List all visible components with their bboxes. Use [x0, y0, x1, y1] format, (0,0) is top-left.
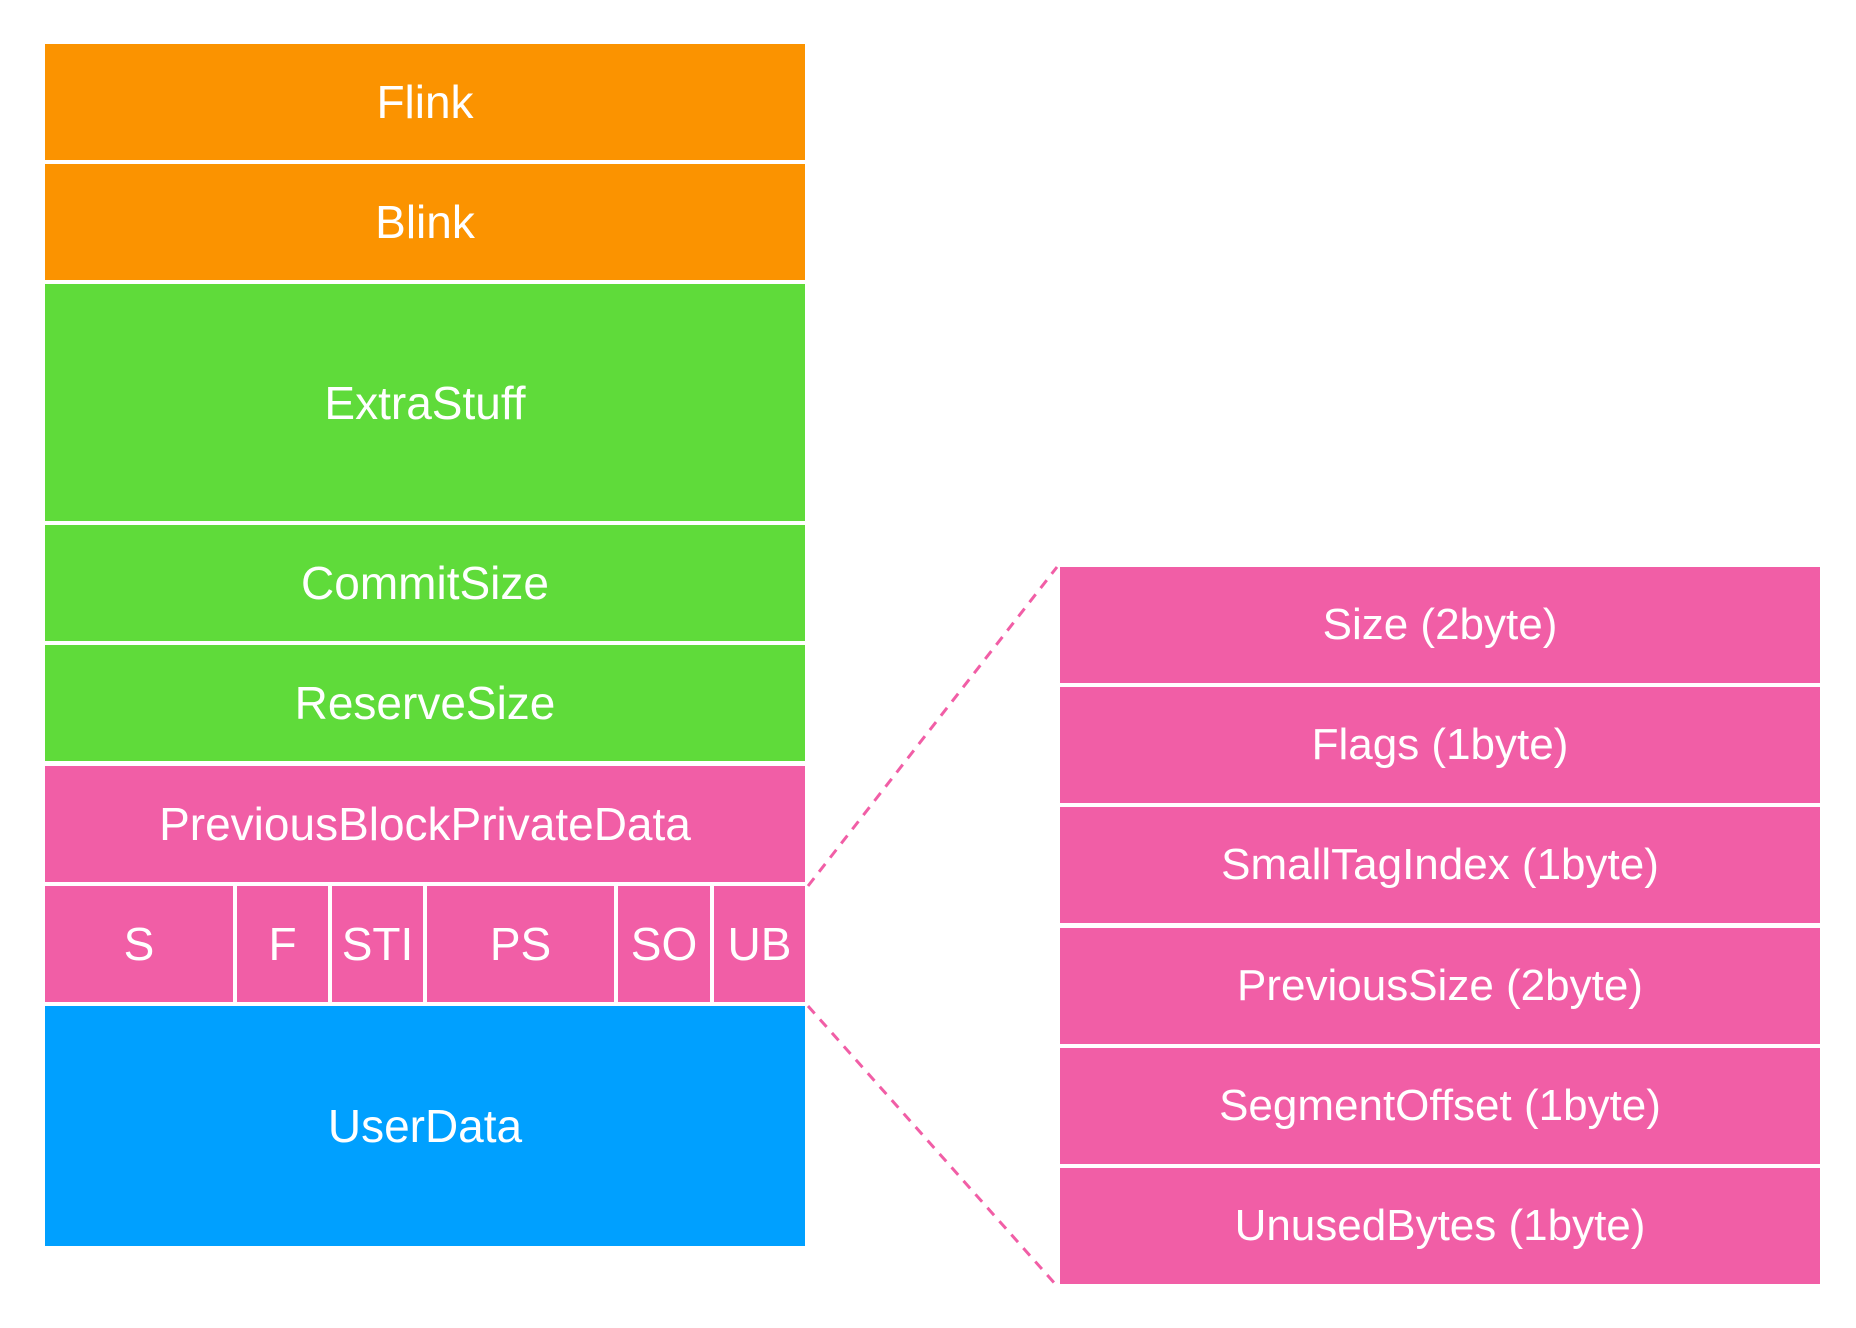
commit-size-label: CommitSize: [301, 557, 549, 609]
segment-offset-field-label: SegmentOffset (1byte): [1219, 1081, 1661, 1130]
flink-block: Flink: [45, 44, 805, 160]
blink-block: Blink: [45, 164, 805, 280]
flags-field-label: Flags (1byte): [1311, 720, 1569, 769]
blink-label: Blink: [375, 196, 475, 248]
header-field-s: S: [45, 886, 233, 1002]
extra-stuff-block: ExtraStuff: [45, 284, 805, 521]
commit-size-block: CommitSize: [45, 525, 805, 641]
header-field-label: F: [268, 918, 297, 970]
unused-bytes-field-label: UnusedBytes (1byte): [1234, 1201, 1646, 1250]
extra-stuff-label: ExtraStuff: [324, 376, 526, 429]
unused-bytes-field-block: UnusedBytes (1byte): [1060, 1168, 1820, 1284]
header-field-f: F: [237, 886, 328, 1002]
small-tag-index-field-label: SmallTagIndex (1byte): [1221, 840, 1659, 889]
previous-block-private-data-block: PreviousBlockPrivateData: [45, 766, 805, 882]
header-field-label: PS: [489, 918, 552, 970]
header-field-label: SO: [630, 918, 698, 970]
previous-block-private-data-label: PreviousBlockPrivateData: [159, 798, 691, 850]
segment-offset-field-block: SegmentOffset (1byte): [1060, 1048, 1820, 1164]
header-field-label: UB: [727, 918, 792, 970]
header-field-label: S: [123, 918, 155, 970]
size-field-label: Size (2byte): [1322, 600, 1558, 649]
reserve-size-block: ReserveSize: [45, 645, 805, 761]
header-field-sti: STI: [332, 886, 423, 1002]
connector-top-line: [806, 566, 1059, 887]
previous-size-field-label: PreviousSize (2byte): [1237, 961, 1643, 1010]
header-field-ub: UB: [714, 886, 805, 1002]
size-field-block: Size (2byte): [1060, 567, 1820, 683]
header-field-label: STI: [341, 918, 414, 970]
user-data-block: UserData: [45, 1006, 805, 1246]
flink-label: Flink: [376, 76, 474, 128]
small-tag-index-field-block: SmallTagIndex (1byte): [1060, 807, 1820, 923]
reserve-size-label: ReserveSize: [294, 677, 556, 729]
previous-size-field-block: PreviousSize (2byte): [1060, 928, 1820, 1044]
connector-bottom-line: [806, 1005, 1059, 1287]
flags-field-block: Flags (1byte): [1060, 687, 1820, 803]
header-field-ps: PS: [427, 886, 614, 1002]
user-data-label: UserData: [327, 1100, 523, 1152]
header-field-so: SO: [618, 886, 710, 1002]
